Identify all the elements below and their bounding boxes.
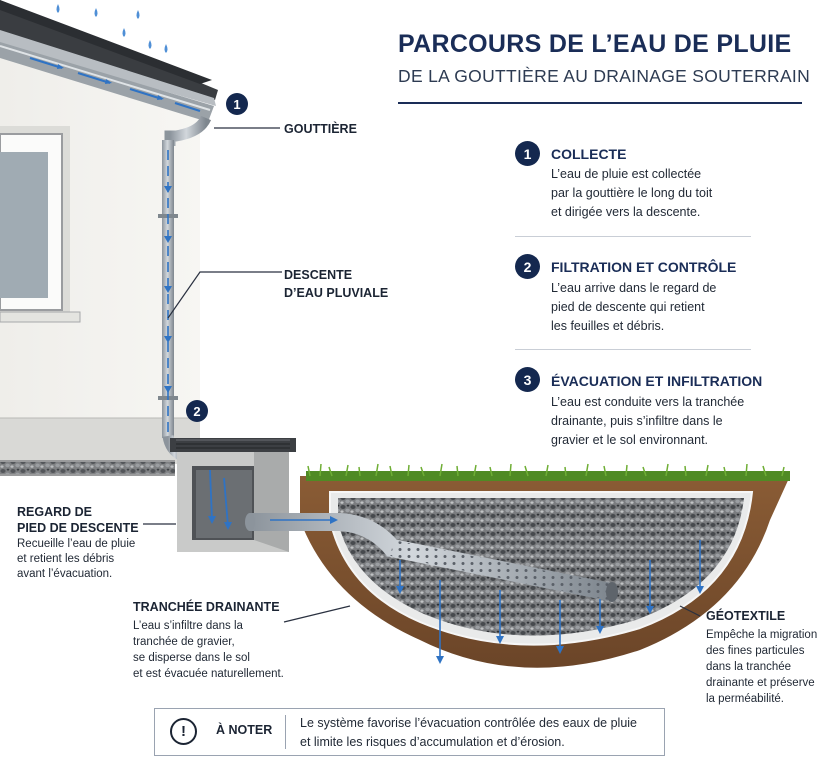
- step-3-title: ÉVACUATION ET INFILTRATION: [551, 373, 763, 389]
- label-geotextile-text-4: drainante et préserve: [706, 677, 815, 689]
- label-geotextile-title: GÉOTEXTILE: [706, 609, 786, 623]
- window-graphic: [0, 126, 81, 323]
- label-descente-line-1: DESCENTE: [284, 268, 353, 282]
- note-label: À NOTER: [216, 723, 273, 737]
- step-2-badge: 2: [515, 254, 540, 279]
- step-3-line-3: gravier et le sol environnant.: [551, 433, 709, 447]
- step-3-badge: 3: [515, 367, 540, 392]
- diagram-marker-2: 2: [186, 400, 208, 422]
- step-1-line-3: et dirigée vers la descente.: [551, 205, 701, 219]
- label-geotextile-text-5: la perméabilité.: [706, 693, 784, 705]
- label-tranchee-title: TRANCHÉE DRAINANTE: [133, 600, 280, 614]
- roof-and-gutter: [0, 0, 218, 122]
- label-regard-line-2: PIED DE DESCENTE: [17, 521, 139, 535]
- inspection-chamber: [170, 438, 296, 552]
- step-divider-1: [515, 236, 751, 237]
- step-1-line-1: L’eau de pluie est collectée: [551, 167, 702, 181]
- step-2-title: FILTRATION ET CONTRÔLE: [551, 259, 737, 275]
- step-1-title: COLLECTE: [551, 146, 627, 162]
- label-tranchee-text-2: tranchée de gravier,: [133, 636, 235, 648]
- label-tranchee-text-4: et est évacuée naturellement.: [133, 668, 284, 680]
- diagram-marker-1: 1: [226, 93, 248, 115]
- label-regard-text-1: Recueille l’eau de pluie: [17, 538, 136, 550]
- exclamation-icon: !: [170, 718, 197, 745]
- step-2-line-1: L’eau arrive dans le regard de: [551, 281, 717, 295]
- page-title: PARCOURS DE L’EAU DE PLUIE: [398, 30, 792, 58]
- step-1-line-2: par la gouttière le long du toit: [551, 186, 713, 200]
- page-subtitle: DE LA GOUTTIÈRE AU DRAINAGE SOUTERRAIN: [398, 66, 811, 86]
- label-tranchee-text-3: se disperse dans le sol: [133, 652, 250, 664]
- label-regard-text-2: et retient les débris: [17, 553, 115, 565]
- step-2-line-2: pied de descente qui retient: [551, 300, 705, 314]
- note-line-1: Le système favorise l’évacuation contrôl…: [300, 716, 638, 730]
- label-regard-line-1: REGARD DE: [17, 505, 93, 519]
- step-1-badge: 1: [515, 141, 540, 166]
- leader-lines: [143, 127, 701, 623]
- raindrops-graphic: [56, 4, 168, 53]
- note-box: [154, 708, 665, 756]
- label-tranchee-text-1: L’eau s’infiltre dans la: [133, 620, 243, 632]
- note-line-2: et limite les risques d’accumulation et …: [300, 735, 565, 749]
- step-divider-2: [515, 349, 751, 350]
- note-separator: [285, 715, 286, 749]
- title-divider: [398, 102, 802, 104]
- note-text: Le système favorise l’évacuation contrôl…: [300, 714, 637, 752]
- step-3-line-2: drainante, puis s’infiltre dans le: [551, 414, 723, 428]
- step-2-line-3: les feuilles et débris.: [551, 319, 665, 333]
- step-3-line-1: L’eau est conduite vers la tranchée: [551, 395, 745, 409]
- downspout: [158, 115, 212, 461]
- label-regard-text-3: avant l’évacuation.: [17, 568, 113, 580]
- label-descente-line-2: D’EAU PLUVIALE: [284, 286, 389, 300]
- label-geotextile-text-3: dans la tranchée: [706, 661, 792, 673]
- drainage-pipe: [245, 513, 618, 602]
- label-geotextile-text-1: Empêche la migration: [706, 629, 818, 641]
- label-geotextile-text-2: des fines particules: [706, 645, 805, 657]
- label-gouttiere: GOUTTIÈRE: [284, 122, 357, 136]
